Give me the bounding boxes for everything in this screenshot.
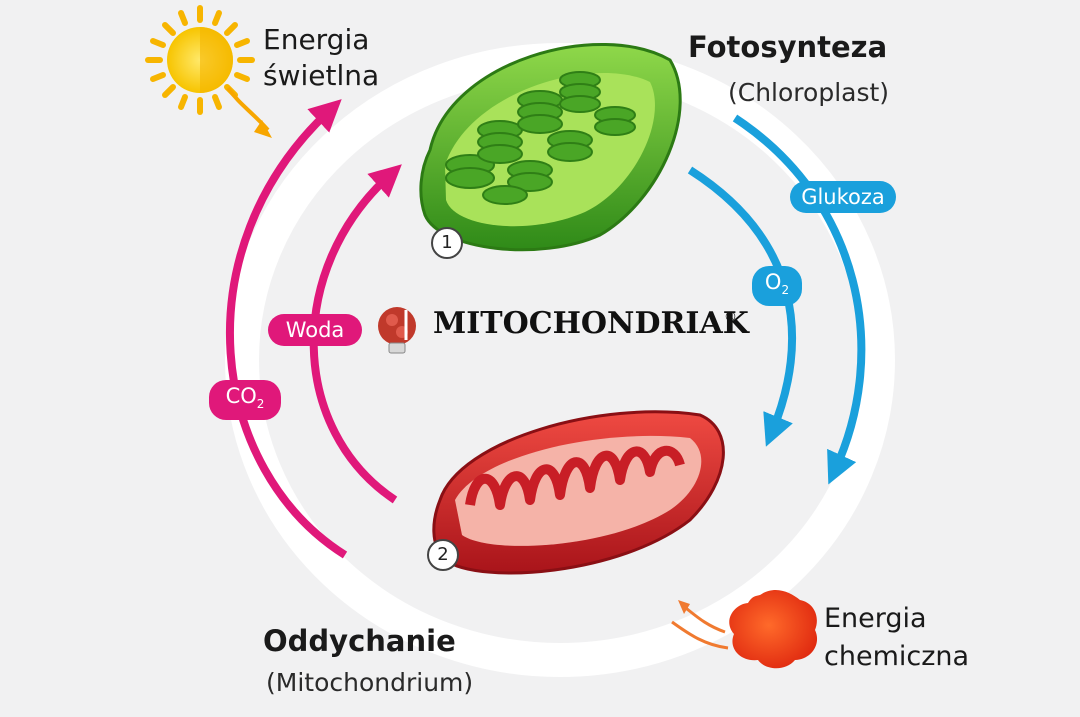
light-energy-arrowhead	[254, 120, 272, 138]
water-pill: Woda	[268, 314, 362, 346]
water-arrow	[309, 164, 402, 504]
registered-mark: ®	[724, 310, 737, 325]
light-energy-label: Energia świetlna	[263, 22, 379, 94]
chloroplast-icon	[419, 42, 682, 252]
co2-arrow	[226, 99, 348, 559]
marker-1: 1	[431, 227, 463, 259]
brand-name: MITOCHONDRIAK	[433, 306, 749, 341]
co2-text: CO	[225, 384, 257, 408]
photosynthesis-subtitle: (Chloroplast)	[728, 78, 890, 107]
glucose-arrow	[732, 114, 866, 485]
oxygen-pill: O2	[752, 266, 802, 307]
co2-subscript: 2	[256, 397, 265, 412]
mitochondrion-icon	[432, 410, 725, 575]
brain-bulb-logo	[378, 307, 416, 354]
light-energy-line2: świetlna	[263, 59, 380, 92]
o2-subscript: 2	[781, 283, 790, 298]
respiration-title: Oddychanie	[263, 624, 456, 658]
chemical-energy-label: Energia chemiczna	[824, 600, 969, 676]
marker-2: 2	[427, 539, 459, 571]
light-energy-line1: Energia	[263, 23, 370, 56]
glucose-pill: Glukoza	[790, 181, 896, 213]
chemical-energy-icon	[671, 590, 818, 669]
chemical-energy-line2: chemiczna	[824, 641, 970, 672]
co2-pill: CO2	[209, 380, 281, 421]
chemical-energy-line1: Energia	[824, 603, 927, 634]
photosynthesis-title: Fotosynteza	[688, 30, 888, 64]
respiration-subtitle: (Mitochondrium)	[266, 668, 474, 697]
o2-text: O	[764, 270, 782, 294]
